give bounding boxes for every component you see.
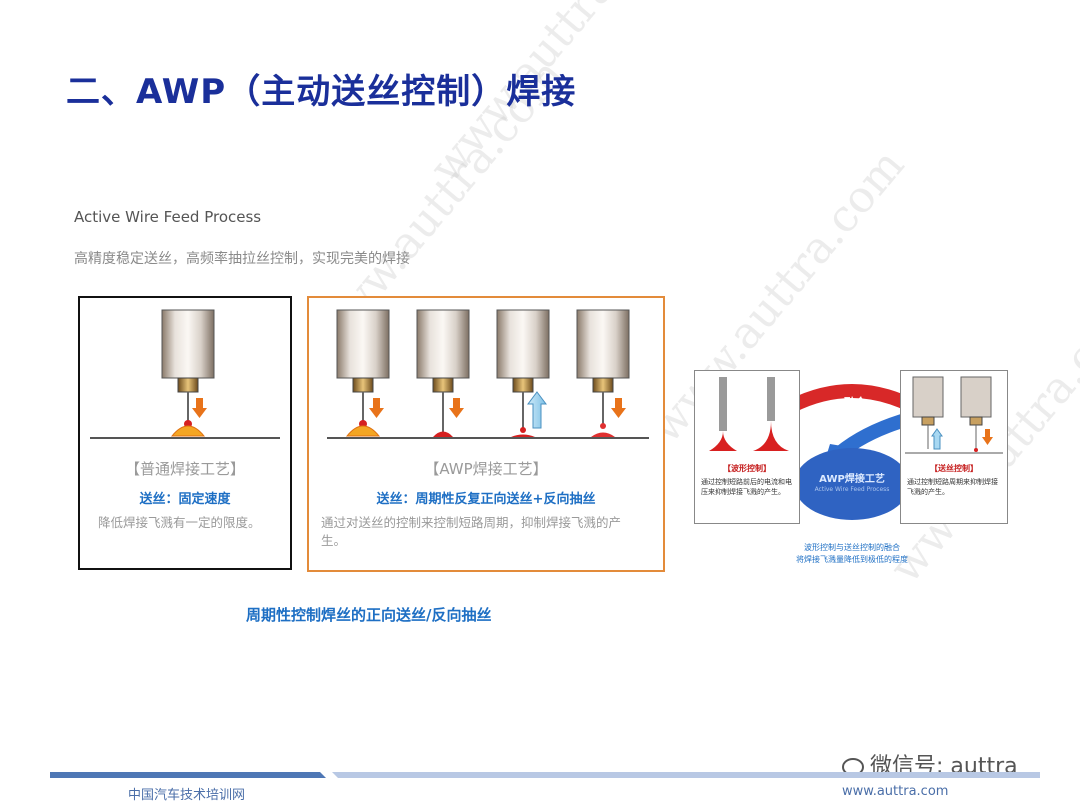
fusion-center-label: AWP焊接工艺 — [819, 474, 885, 485]
page-title: 二、AWP（主动送丝控制）焊接 — [66, 72, 577, 112]
footer-divider — [50, 772, 1040, 778]
conventional-torch-illustration — [90, 309, 280, 439]
conventional-process-panel: 【普通焊接工艺】 送丝：固定速度 降低焊接飞溅有一定的限度。 — [78, 296, 292, 570]
awp-torch-sequence-illustration — [327, 309, 649, 439]
fusion-diagram: 融合 AWP焊接工艺 Active Wire Feed Process 【波形控… — [692, 366, 1012, 566]
awp-label: 【AWP焊接工艺】 — [424, 460, 548, 478]
conventional-label: 【普通焊接工艺】 — [124, 460, 245, 478]
wire-feed-control-panel: 【送丝控制】 通过控制短路周期来抑制焊接飞溅的产生。 — [900, 370, 1008, 524]
waveform-control-panel: 【波形控制】 通过控制短路前后的电流和电压来抑制焊接飞溅的产生。 — [694, 370, 800, 524]
waveform-wires-illustration — [709, 377, 789, 451]
waveform-description: 通过控制短路前后的电流和电压来抑制焊接飞溅的产生。 — [701, 478, 792, 496]
conventional-description: 降低焊接飞溅有一定的限度。 — [98, 515, 261, 530]
wire-feed-description: 通过控制短路周期来抑制焊接飞溅的产生。 — [907, 478, 998, 496]
footer-url: www.auttra.com — [842, 784, 949, 799]
fusion-caption-line1: 波形控制与送丝控制的融合 — [804, 543, 900, 552]
fusion-label: 融合 — [844, 396, 866, 409]
awp-description: 通过对送丝的控制来控制短路周期，抑制焊接飞溅的产生。 — [321, 515, 622, 548]
conventional-feed-text: 送丝：固定速度 — [139, 492, 231, 507]
fusion-caption-line2: 将焊接飞溅量降低到极低的程度 — [796, 555, 908, 564]
awp-process-panel: 【AWP焊接工艺】 送丝：周期性反复正向送丝+反向抽丝 通过对送丝的控制来控制短… — [307, 296, 665, 572]
subtitle-english: Active Wire Feed Process — [74, 208, 262, 226]
wire-feed-torches-illustration — [905, 376, 1003, 454]
waveform-title: 【波形控制】 — [723, 464, 771, 473]
footer-site-name: 中国汽车技术培训网 — [128, 788, 246, 803]
subtitle-chinese: 高精度稳定送丝，高频率抽拉丝控制，实现完美的焊接 — [74, 251, 410, 267]
wire-feed-title: 【送丝控制】 — [930, 464, 978, 473]
awp-feed-text: 送丝：周期性反复正向送丝+反向抽丝 — [376, 492, 596, 507]
fusion-center-sub: Active Wire Feed Process — [814, 486, 890, 493]
bottom-note: 周期性控制焊丝的正向送丝/反向抽丝 — [246, 606, 492, 624]
